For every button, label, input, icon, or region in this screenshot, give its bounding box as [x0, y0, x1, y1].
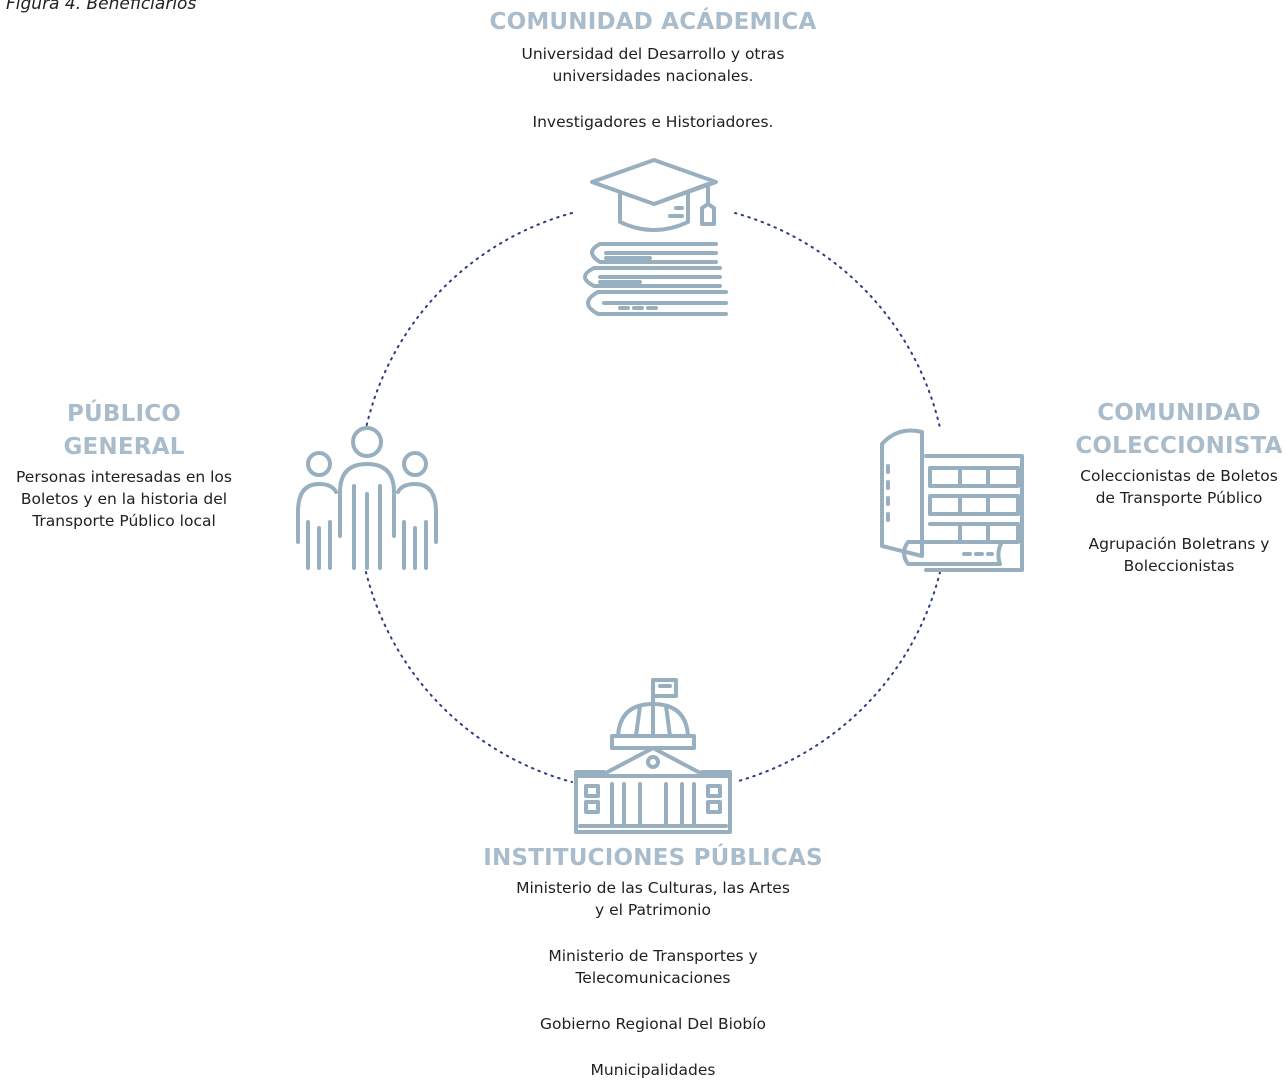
- ring-arc-bottom-left: [365, 571, 573, 783]
- academica-title: COMUNIDAD ACÁDEMICA: [489, 9, 817, 35]
- academica-block: COMUNIDAD ACÁDEMICA Universidad del Desa…: [460, 6, 846, 133]
- instituciones-line: Telecomunicaciones: [575, 969, 731, 987]
- academica-line: Investigadores e Historiadores.: [532, 113, 774, 131]
- ring-arc-top-right: [734, 212, 941, 429]
- coleccionista-line: Agrupación Boletrans y: [1088, 535, 1270, 553]
- publico-line: Transporte Público local: [32, 512, 216, 530]
- academica-line: Universidad del Desarrollo y otras: [521, 45, 785, 63]
- instituciones-title: INSTITUCIONES PÚBLICAS: [483, 845, 823, 871]
- publico-title: PÚBLICO: [66, 401, 182, 427]
- instituciones-line: y el Patrimonio: [595, 901, 711, 919]
- figure-caption: Figura 4. Beneficiarios: [6, 0, 197, 14]
- ring-arc-top-left: [365, 212, 573, 429]
- instituciones-line: Ministerio de Transportes y: [548, 947, 758, 965]
- coleccionista-title: COLECCIONISTA: [1075, 433, 1283, 459]
- coleccionista-line: Coleccionistas de Boletos: [1080, 467, 1278, 485]
- coleccionista-line: Boleccionistas: [1123, 557, 1235, 575]
- graduation-cap-books-icon: [570, 156, 736, 320]
- instituciones-block: INSTITUCIONES PÚBLICAS Ministerio de las…: [460, 842, 846, 1081]
- ticket-album-icon: [876, 426, 1028, 574]
- people-group-icon: [292, 424, 442, 572]
- academica-line: universidades nacionales.: [552, 67, 754, 85]
- publico-line: Boletos y en la historia del: [20, 490, 228, 508]
- coleccionista-line: de Transporte Público: [1095, 489, 1263, 507]
- ring-arc-bottom-right: [734, 571, 941, 783]
- publico-line: Personas interesadas en los: [16, 468, 232, 486]
- coleccionista-block: COMUNIDAD COLECCIONISTA Coleccionistas d…: [1066, 397, 1286, 577]
- publico-block: PÚBLICO GENERAL Personas interesadas en …: [0, 398, 248, 532]
- instituciones-line: Gobierno Regional Del Biobío: [539, 1015, 767, 1033]
- instituciones-line: Municipalidades: [590, 1061, 716, 1079]
- government-building-icon: [570, 676, 736, 836]
- instituciones-line: Ministerio de las Culturas, las Artes: [516, 879, 790, 897]
- coleccionista-title: COMUNIDAD: [1097, 400, 1261, 426]
- publico-title: GENERAL: [63, 434, 185, 460]
